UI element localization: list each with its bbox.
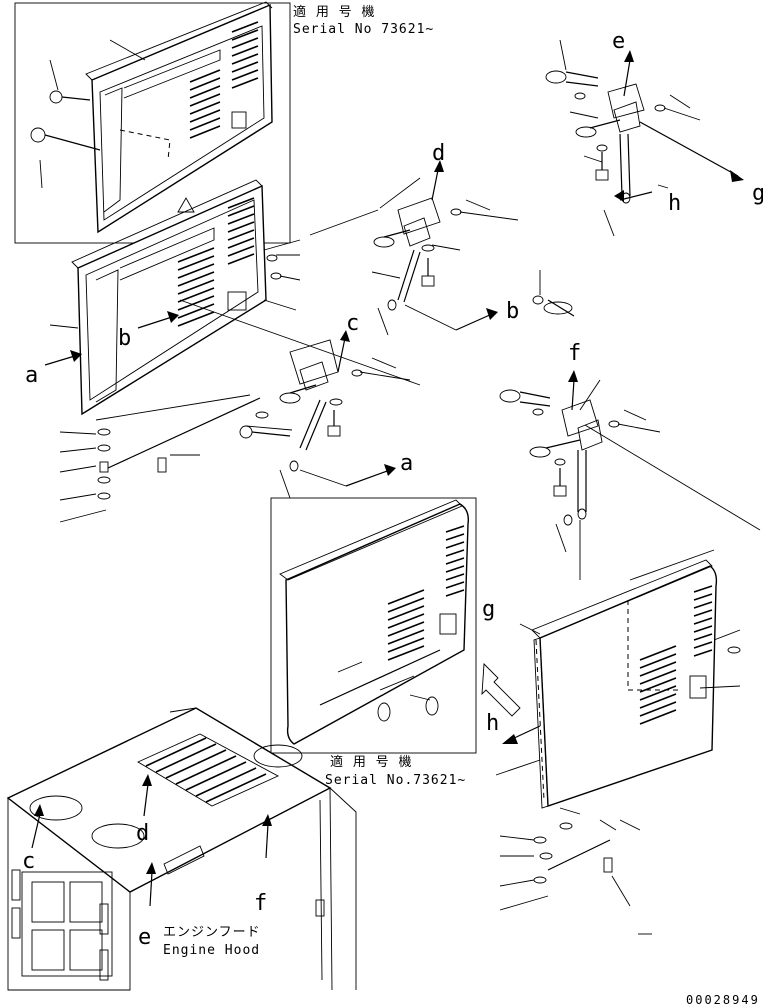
arrow-outline-icon — [481, 662, 521, 717]
inset-top-left-serial: Serial No 73621~ — [293, 22, 434, 37]
inset-center: 適 用 号 機 Serial No.73621~ — [270, 497, 477, 788]
main-left-vents — [177, 197, 255, 327]
callout-d-hinge: d — [432, 141, 445, 166]
hinge-e-assembly — [545, 39, 744, 237]
hood-grille — [137, 733, 280, 807]
callout-g-panel: g — [482, 597, 495, 622]
callout-b-hinge: b — [506, 299, 519, 324]
inset-top-left: 適 用 号 機 Serial No 73621~ — [14, 1, 434, 244]
hinge-d-assembly — [309, 160, 575, 336]
inset-top-left-jp: 適 用 号 機 — [293, 4, 375, 20]
right-panel-vents — [639, 585, 713, 725]
main-left-panel — [49, 179, 301, 523]
callout-f-hood: f — [254, 891, 267, 916]
callout-c-hinge: c — [346, 311, 359, 336]
hinge-c-assembly — [179, 299, 421, 499]
engine-hood-assembly — [6, 707, 357, 991]
callout-d-hood: d — [136, 821, 149, 846]
arrow-b-left — [137, 311, 179, 329]
right-panel — [495, 520, 741, 935]
callout-e-hood: e — [138, 925, 151, 950]
callout-c-hood: c — [22, 849, 35, 874]
callout-h-panel: h — [486, 711, 499, 736]
callout-h-hinge: h — [668, 191, 681, 216]
engine-hood-jp: エンジンフード — [163, 925, 261, 940]
callout-e-hinge: e — [612, 29, 625, 54]
callout-a-left: a — [25, 363, 38, 388]
callout-b-left: b — [118, 326, 131, 351]
engine-hood-en: Engine Hood — [163, 943, 260, 958]
inset-center-vents — [387, 525, 465, 661]
callout-a-hinge: a — [400, 451, 413, 476]
callout-f-hinge: f — [568, 341, 581, 366]
arrow-a-left — [44, 350, 82, 366]
drawing-number: 00028949 — [686, 993, 760, 1007]
inset-center-serial: Serial No.73621~ — [325, 773, 466, 788]
hinge-f-assembly — [499, 370, 761, 553]
inset-top-vents — [189, 21, 259, 139]
inset-center-jp: 適 用 号 機 — [330, 754, 412, 770]
callout-g-hinge: g — [752, 181, 763, 206]
